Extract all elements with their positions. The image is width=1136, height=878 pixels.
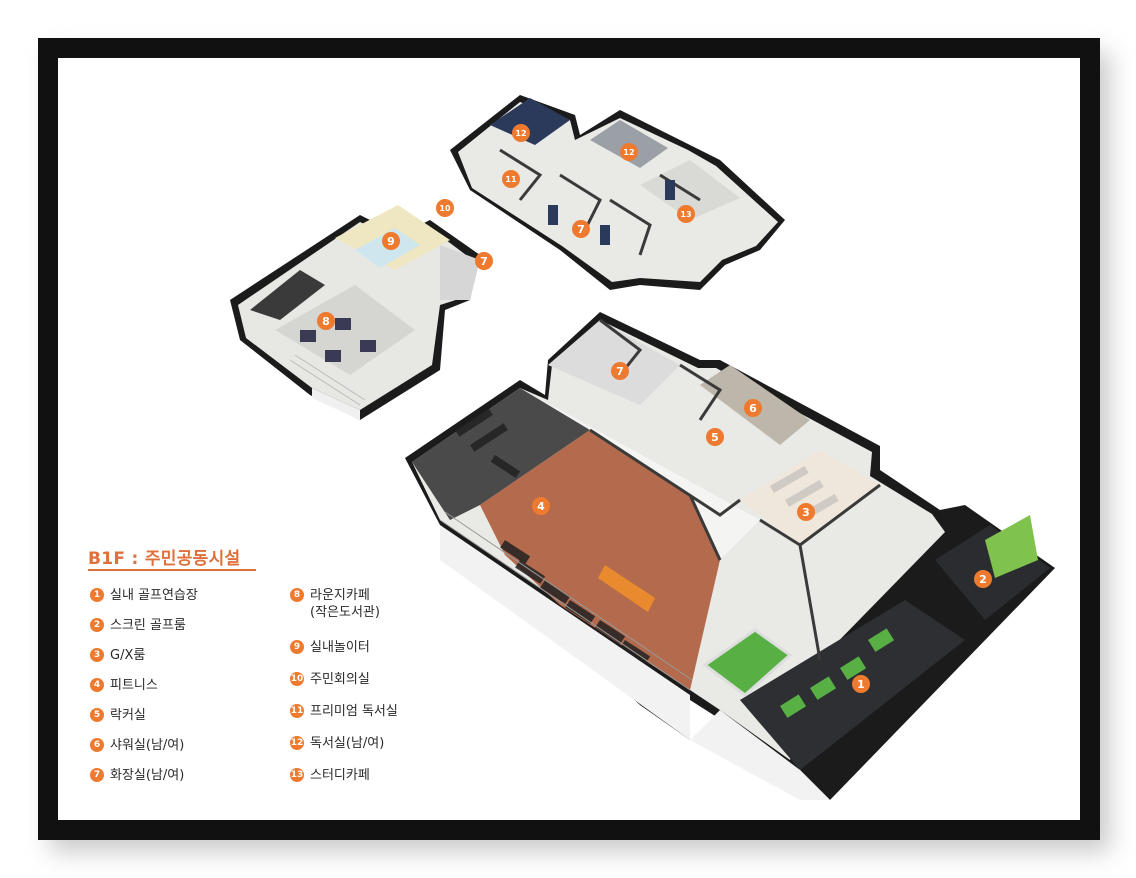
svg-text:7: 7	[616, 365, 624, 378]
legend-number: 13	[290, 768, 304, 782]
svg-text:4: 4	[537, 500, 545, 513]
svg-text:9: 9	[387, 235, 395, 248]
legend-title: B1F : 주민공동시설	[88, 549, 241, 569]
legend-label: 독서실(남/여)	[310, 736, 385, 751]
marker-3: 3	[797, 503, 815, 521]
legend-label: 피트니스	[110, 678, 158, 693]
marker-7-study: 7	[572, 220, 590, 238]
legend-label: 실내 골프연습장	[110, 588, 198, 603]
legend-label: 프리미엄 독서실	[310, 704, 398, 719]
legend-label-line2: (작은도서관)	[310, 605, 380, 620]
svg-text:2: 2	[979, 573, 987, 586]
legend-label: 라운지카페	[310, 588, 370, 603]
svg-text:12: 12	[623, 148, 634, 157]
legend-item-6: 6 샤워실(남/여)	[90, 737, 184, 754]
main-block	[405, 312, 1055, 800]
legend-item-1: 1 실내 골프연습장	[90, 587, 198, 604]
legend-number: 7	[90, 768, 104, 782]
legend-label: 화장실(남/여)	[110, 768, 185, 783]
legend-number: 10	[290, 672, 304, 686]
legend-item-4: 4 피트니스	[90, 677, 158, 694]
marker-9: 9	[382, 232, 400, 250]
legend-item-3: 3 G/X룸	[90, 647, 145, 664]
legend-item-5: 5 락커실	[90, 707, 146, 724]
svg-text:13: 13	[680, 210, 691, 219]
svg-text:8: 8	[322, 315, 330, 328]
svg-text:1: 1	[857, 678, 865, 691]
legend-number: 4	[90, 678, 104, 692]
legend-number: 11	[290, 704, 304, 718]
legend-number: 1	[90, 588, 104, 602]
legend-label: 샤워실(남/여)	[110, 738, 185, 753]
marker-13: 13	[677, 205, 695, 223]
legend-item-8: 8 라운지카페 (작은도서관)	[290, 587, 380, 621]
svg-text:3: 3	[802, 506, 810, 519]
study-block	[450, 95, 785, 290]
legend-item-9: 9 실내놀이터	[290, 639, 370, 656]
legend-item-10: 10 주민회의실	[290, 671, 370, 688]
marker-6: 6	[744, 399, 762, 417]
legend-label: 실내놀이터	[310, 640, 370, 655]
legend-underline	[88, 569, 256, 571]
legend-item-13: 13 스터디카페	[290, 767, 370, 784]
legend-item-2: 2 스크린 골프룸	[90, 617, 186, 634]
legend-item-7: 7 화장실(남/여)	[90, 767, 184, 784]
svg-text:7: 7	[577, 223, 585, 236]
marker-12-right: 12	[620, 143, 638, 161]
marker-7-lounge: 7	[475, 252, 493, 270]
marker-1: 1	[852, 675, 870, 693]
marker-11: 11	[502, 170, 520, 188]
legend-label: 주민회의실	[310, 672, 370, 687]
svg-text:6: 6	[749, 402, 757, 415]
fitness-dark-zone	[412, 388, 590, 520]
marker-5: 5	[706, 428, 724, 446]
legend-number: 12	[290, 736, 304, 750]
marker-7-main: 7	[611, 362, 629, 380]
svg-text:7: 7	[480, 255, 488, 268]
gx-room-floor	[740, 450, 880, 545]
legend-item-12: 12 독서실(남/여)	[290, 735, 384, 752]
fitness-floor	[480, 430, 720, 690]
svg-text:11: 11	[505, 175, 517, 184]
legend-number: 8	[290, 588, 304, 602]
legend-number: 6	[90, 738, 104, 752]
svg-text:12: 12	[515, 129, 526, 138]
legend-label: 스크린 골프룸	[110, 618, 186, 633]
legend-label: G/X룸	[110, 648, 146, 663]
legend-number: 3	[90, 648, 104, 662]
lounge-block	[230, 205, 480, 420]
marker-10: 10	[436, 199, 454, 217]
marker-4: 4	[532, 497, 550, 515]
marker-8: 8	[317, 312, 335, 330]
legend-number: 5	[90, 708, 104, 722]
legend-number: 2	[90, 618, 104, 632]
legend-number: 9	[290, 640, 304, 654]
marker-12-left: 12	[512, 124, 530, 142]
svg-text:5: 5	[711, 431, 719, 444]
svg-text:10: 10	[439, 204, 451, 213]
legend-item-11: 11 프리미엄 독서실	[290, 703, 398, 720]
legend-label: 락커실	[110, 708, 146, 723]
legend-label: 스터디카페	[310, 768, 370, 783]
marker-2: 2	[974, 570, 992, 588]
